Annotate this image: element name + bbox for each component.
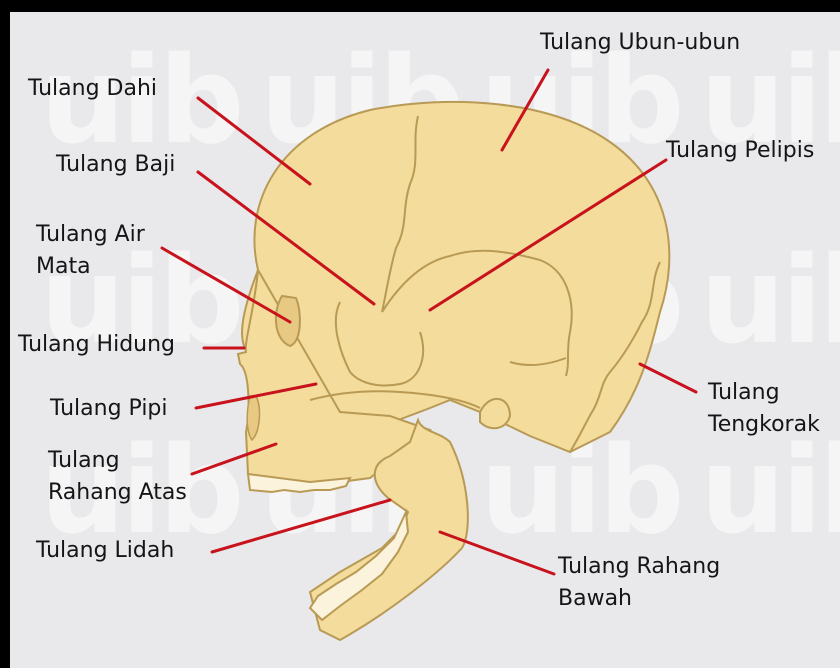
- label-parietal-bone: Tulang Ubun-ubun: [540, 30, 740, 56]
- label-maxilla-line1: Tulang: [48, 448, 120, 474]
- label-zygomatic-bone: Tulang Pipi: [50, 396, 168, 422]
- label-mandible-line2: Bawah: [558, 586, 632, 612]
- label-occipital-line2: Tengkorak: [708, 412, 820, 438]
- leader-line-frontal: [198, 98, 310, 184]
- diagram-frame: uib uib uib uib uib uib uib uib uib uib …: [10, 12, 840, 668]
- label-hyoid-bone: Tulang Lidah: [36, 538, 174, 564]
- label-lacrimal-bone-line1: Tulang Air: [36, 222, 145, 248]
- label-nasal-bone: Tulang Hidung: [18, 332, 175, 358]
- label-sphenoid-bone: Tulang Baji: [56, 152, 175, 178]
- leader-line-occipital: [640, 364, 696, 392]
- label-lacrimal-bone-line2: Mata: [36, 254, 91, 280]
- label-temporal-bone: Tulang Pelipis: [666, 138, 814, 164]
- label-occipital-line1: Tulang: [708, 380, 780, 406]
- label-mandible-line1: Tulang Rahang: [558, 554, 720, 580]
- label-maxilla-line2: Rahang Atas: [48, 480, 187, 506]
- label-frontal-bone: Tulang Dahi: [28, 76, 157, 102]
- leader-line-hyoid: [212, 500, 390, 552]
